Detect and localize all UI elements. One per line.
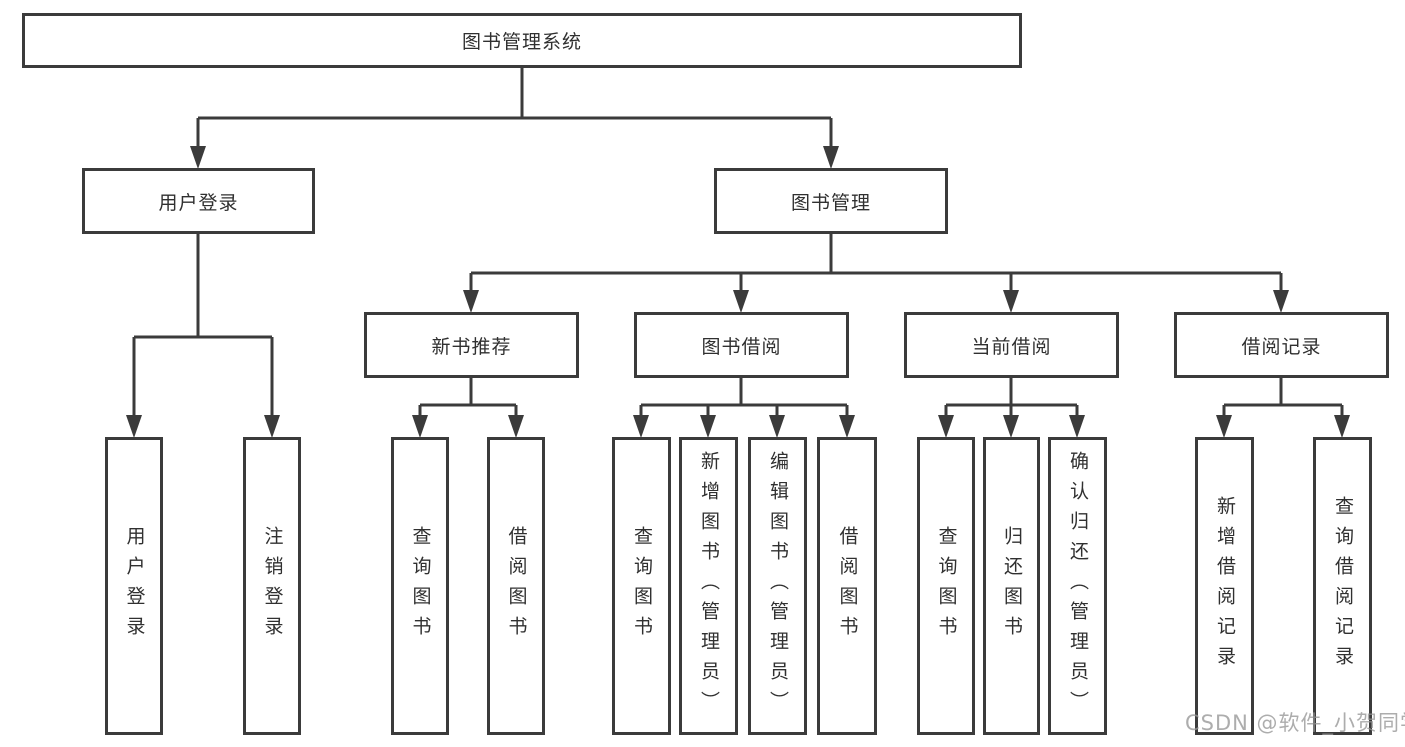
leaf-confirm-return-admin-label: 确认归还（管理员） [1067, 451, 1089, 721]
leaf-return-books: 归还图书 [983, 437, 1040, 735]
leaf-add-borrow-record-label: 新增借阅记录 [1214, 496, 1236, 676]
node-new-book-recommend: 新书推荐 [364, 312, 579, 378]
leaf-add-borrow-record: 新增借阅记录 [1195, 437, 1254, 735]
leaf-user-login-label: 用户登录 [123, 526, 146, 646]
leaf-edit-books-admin-label: 编辑图书（管理员） [767, 451, 789, 721]
leaf-user-login: 用户登录 [105, 437, 163, 735]
node-current-borrow: 当前借阅 [904, 312, 1119, 378]
node-new-book-recommend-label: 新书推荐 [431, 335, 512, 358]
leaf-confirm-return-admin: 确认归还（管理员） [1048, 437, 1107, 735]
leaf-query-borrow-record: 查询借阅记录 [1313, 437, 1372, 735]
node-user-login: 用户登录 [82, 168, 315, 234]
leaf-query-books-1: 查询图书 [391, 437, 449, 735]
arrowheads [126, 146, 1350, 438]
leaf-query-books-1-label: 查询图书 [409, 526, 432, 646]
leaf-add-books-admin: 新增图书（管理员） [679, 437, 738, 735]
csdn-watermark: CSDN @软件_小贺同学 [1185, 711, 1405, 735]
node-borrow-records-label: 借阅记录 [1241, 335, 1322, 358]
leaf-return-books-label: 归还图书 [1001, 526, 1023, 646]
node-root: 图书管理系统 [22, 13, 1022, 68]
leaf-logout: 注销登录 [243, 437, 301, 735]
node-book-management: 图书管理 [714, 168, 948, 234]
node-user-login-label: 用户登录 [158, 191, 239, 214]
leaf-logout-label: 注销登录 [261, 526, 284, 646]
leaf-add-books-admin-label: 新增图书（管理员） [698, 451, 720, 721]
node-root-label: 图书管理系统 [461, 31, 582, 53]
node-book-management-label: 图书管理 [790, 191, 871, 214]
node-borrow-records: 借阅记录 [1174, 312, 1389, 378]
leaf-borrow-books-1: 借阅图书 [487, 437, 545, 735]
leaf-borrow-books-2: 借阅图书 [817, 437, 877, 735]
leaf-borrow-books-1-label: 借阅图书 [505, 526, 528, 646]
leaf-query-borrow-record-label: 查询借阅记录 [1332, 496, 1354, 676]
leaf-query-books-2: 查询图书 [612, 437, 671, 735]
leaf-borrow-books-2-label: 借阅图书 [836, 526, 859, 646]
leaf-query-books-3: 查询图书 [917, 437, 975, 735]
leaf-query-books-2-label: 查询图书 [631, 526, 653, 646]
node-book-borrow-label: 图书借阅 [701, 335, 782, 358]
leaf-query-books-3-label: 查询图书 [935, 526, 958, 646]
node-current-borrow-label: 当前借阅 [971, 335, 1052, 358]
node-book-borrow: 图书借阅 [634, 312, 849, 378]
leaf-edit-books-admin: 编辑图书（管理员） [748, 437, 807, 735]
